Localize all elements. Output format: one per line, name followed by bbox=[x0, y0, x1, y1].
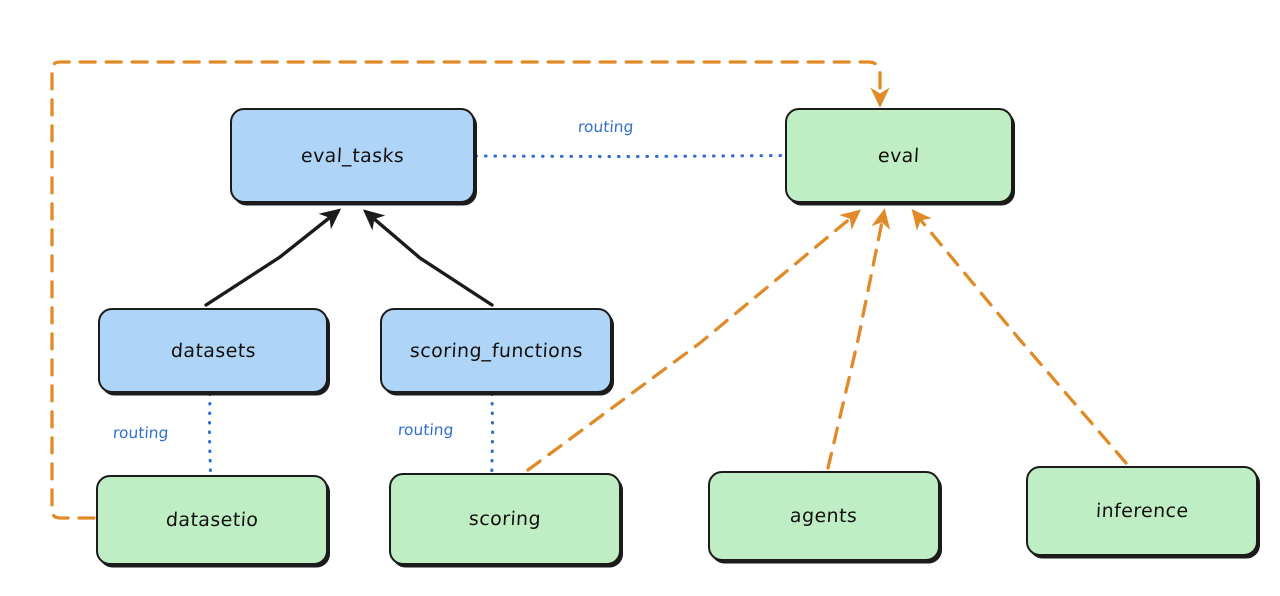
node-label: eval_tasks bbox=[300, 144, 405, 167]
edge-label-routing-datasets: routing bbox=[112, 424, 170, 442]
node-eval[interactable]: eval bbox=[785, 108, 1013, 203]
node-label: datasets bbox=[169, 339, 257, 362]
routing-edges bbox=[207, 153, 785, 476]
edge-agents-to-eval bbox=[826, 208, 891, 470]
edge-scoring-functions-to-eval-tasks bbox=[362, 209, 494, 307]
node-datasets[interactable]: datasets bbox=[98, 308, 328, 393]
edge-label-routing-scoring: routing bbox=[397, 421, 455, 439]
edge-scoring-to-eval bbox=[526, 209, 861, 472]
dependency-edges bbox=[50, 60, 1128, 520]
edge-datasetio-to-eval bbox=[50, 60, 890, 520]
node-eval-tasks[interactable]: eval_tasks bbox=[230, 108, 475, 203]
node-agents[interactable]: agents bbox=[708, 471, 940, 561]
node-label: scoring bbox=[468, 508, 542, 530]
edge-inference-to-eval bbox=[911, 209, 1128, 465]
node-label: eval bbox=[877, 144, 921, 167]
composition-edges bbox=[204, 208, 494, 307]
node-label: datasetio bbox=[165, 509, 259, 531]
edge-scoring-functions-to-scoring bbox=[490, 392, 495, 474]
node-label: scoring_functions bbox=[408, 339, 584, 362]
node-scoring[interactable]: scoring bbox=[389, 473, 621, 565]
edge-datasets-to-eval-tasks bbox=[204, 208, 342, 307]
node-inference[interactable]: inference bbox=[1026, 466, 1258, 556]
node-label: agents bbox=[789, 505, 859, 527]
edge-eval-tasks-to-eval bbox=[474, 153, 785, 159]
node-label: inference bbox=[1095, 500, 1189, 522]
edge-label-routing-eval: routing bbox=[577, 118, 635, 136]
node-datasetio[interactable]: datasetio bbox=[96, 475, 328, 565]
node-scoring-functions[interactable]: scoring_functions bbox=[380, 308, 612, 393]
edge-datasets-to-datasetio bbox=[207, 392, 213, 476]
